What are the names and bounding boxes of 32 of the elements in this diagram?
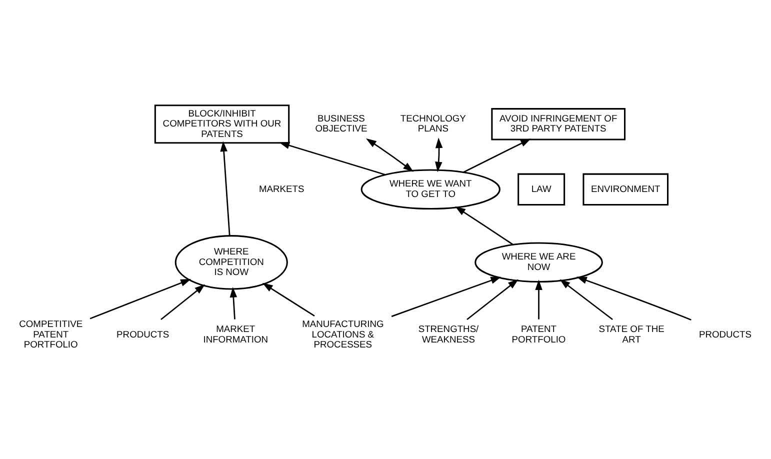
arrow: [262, 282, 315, 317]
arrow: [160, 284, 206, 320]
arrow: [435, 138, 443, 172]
arrow: [391, 276, 502, 318]
node-text: PRODUCTS: [698, 329, 752, 340]
node-text: MARKET INFORMATION: [203, 324, 268, 344]
node-text: STRENGTHS/ WEAKNESS: [418, 324, 479, 344]
node-text: PATENT PORTFOLIO: [512, 324, 566, 344]
arrow: [576, 276, 692, 320]
arrow: [462, 138, 531, 173]
arrow: [535, 280, 542, 320]
node-text: PRODUCTS: [116, 329, 170, 340]
node-text: COMPETITIVE PATENT PORTFOLIO: [19, 319, 83, 350]
arrow: [560, 279, 613, 320]
node-box: LAW: [518, 173, 566, 206]
arrow: [90, 279, 192, 320]
node-text: MANUFACTURING LOCATIONS & PROCESSES: [302, 319, 384, 350]
node-box: ENVIRONMENT: [582, 173, 669, 206]
arrow: [220, 141, 230, 236]
arrow: [466, 279, 518, 320]
node-text: BUSINESS OBJECTIVE: [315, 113, 368, 134]
node-box: AVOID INFRINGEMENT OF 3RD PARTY PATENTS: [491, 108, 626, 140]
arrow: [230, 286, 238, 320]
node-ellipse: WHERE COMPETITION IS NOW: [174, 235, 288, 290]
node-text: STATE OF THE ART: [598, 324, 664, 344]
arrow: [279, 142, 386, 176]
node-ellipse: WHERE WE WANT TO GET TO: [360, 169, 500, 210]
arrow: [455, 206, 514, 246]
label: MARKETS: [258, 184, 304, 194]
node-text: TECHNOLOGY PLANS: [400, 113, 466, 134]
node-box: BLOCK/INHIBIT COMPETITORS WITH OUR PATENTS: [154, 104, 290, 144]
arrow: [366, 138, 414, 172]
